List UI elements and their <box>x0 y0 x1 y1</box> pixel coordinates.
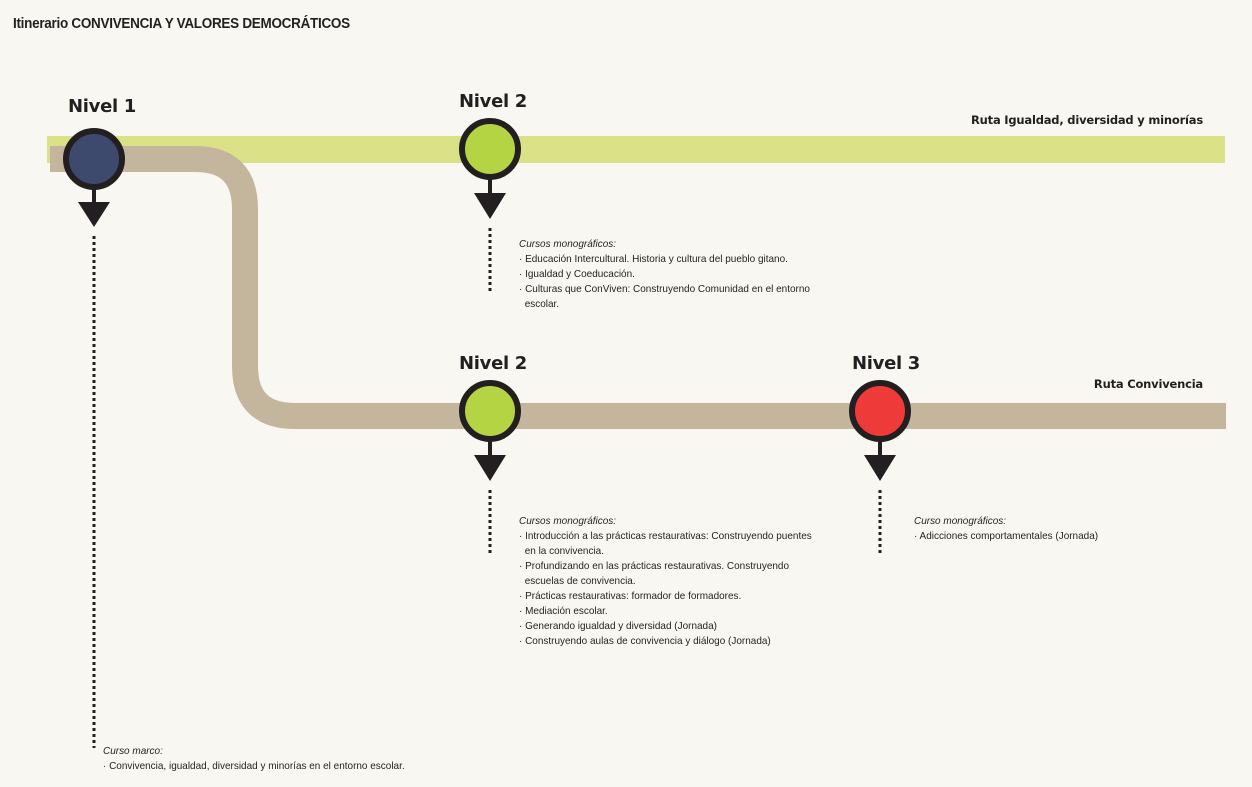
nivel1-courses: Curso marco: · Convivencia, igualdad, di… <box>103 744 483 774</box>
route-igualdad-band <box>47 136 1225 163</box>
arrow-down-icon <box>864 455 896 481</box>
page-title: Itinerario CONVIVENCIA Y VALORES DEMOCRÁ… <box>13 16 350 32</box>
nivel2-igualdad-courses: Cursos monográficos: · Educación Intercu… <box>519 237 823 312</box>
course-item: · Adicciones comportamentales (Jornada) <box>914 530 1099 542</box>
course-heading: Cursos monográficos: <box>519 515 617 527</box>
course-heading: Curso marco: <box>103 745 163 757</box>
route-convivencia-label: Ruta Convivencia <box>1093 377 1203 391</box>
nivel3-courses: Curso monográficos: · Adicciones comport… <box>914 514 1199 544</box>
nivel2-igualdad-node <box>459 118 521 180</box>
nivel2-convivencia-connector <box>474 437 506 555</box>
course-item: · Introducción a las prácticas restaurat… <box>519 530 812 557</box>
arrow-down-icon <box>474 193 506 219</box>
nivel1-node <box>63 128 125 190</box>
route-convivencia-path <box>50 146 1226 429</box>
nivel3-node <box>849 380 911 442</box>
nivel1-label: Nivel 1 <box>68 96 137 117</box>
course-item: · Culturas que ConViven: Construyendo Co… <box>519 283 810 310</box>
nivel2-igualdad-connector <box>474 175 506 293</box>
course-heading: Cursos monográficos: <box>519 238 617 250</box>
course-item: · Convivencia, igualdad, diversidad y mi… <box>103 760 405 772</box>
nivel3-label: Nivel 3 <box>852 353 921 374</box>
route-igualdad-label: Ruta Igualdad, diversidad y minorías <box>971 113 1203 127</box>
course-item: · Profundizando en las prácticas restaur… <box>519 560 790 587</box>
course-item: · Educación Intercultural. Historia y cu… <box>519 253 788 265</box>
arrow-down-icon <box>78 202 110 227</box>
nivel1-connector <box>78 185 110 748</box>
arrow-down-icon <box>474 455 506 481</box>
course-heading: Curso monográficos: <box>914 515 1007 527</box>
course-item: · Generando igualdad y diversidad (Jorna… <box>519 620 717 632</box>
course-item: · Construyendo aulas de convivencia y di… <box>519 635 771 647</box>
nivel2-igualdad-label: Nivel 2 <box>459 91 528 112</box>
nivel2-convivencia-node <box>459 380 521 442</box>
nivel2-convivencia-label: Nivel 2 <box>459 353 528 374</box>
course-item: · Prácticas restaurativas: formador de f… <box>519 590 742 602</box>
course-item: · Igualdad y Coeducación. <box>519 268 635 280</box>
course-item: · Mediación escolar. <box>519 605 608 617</box>
nivel2-convivencia-courses: Cursos monográficos: · Introducción a la… <box>519 514 823 649</box>
nivel3-connector <box>864 437 896 555</box>
